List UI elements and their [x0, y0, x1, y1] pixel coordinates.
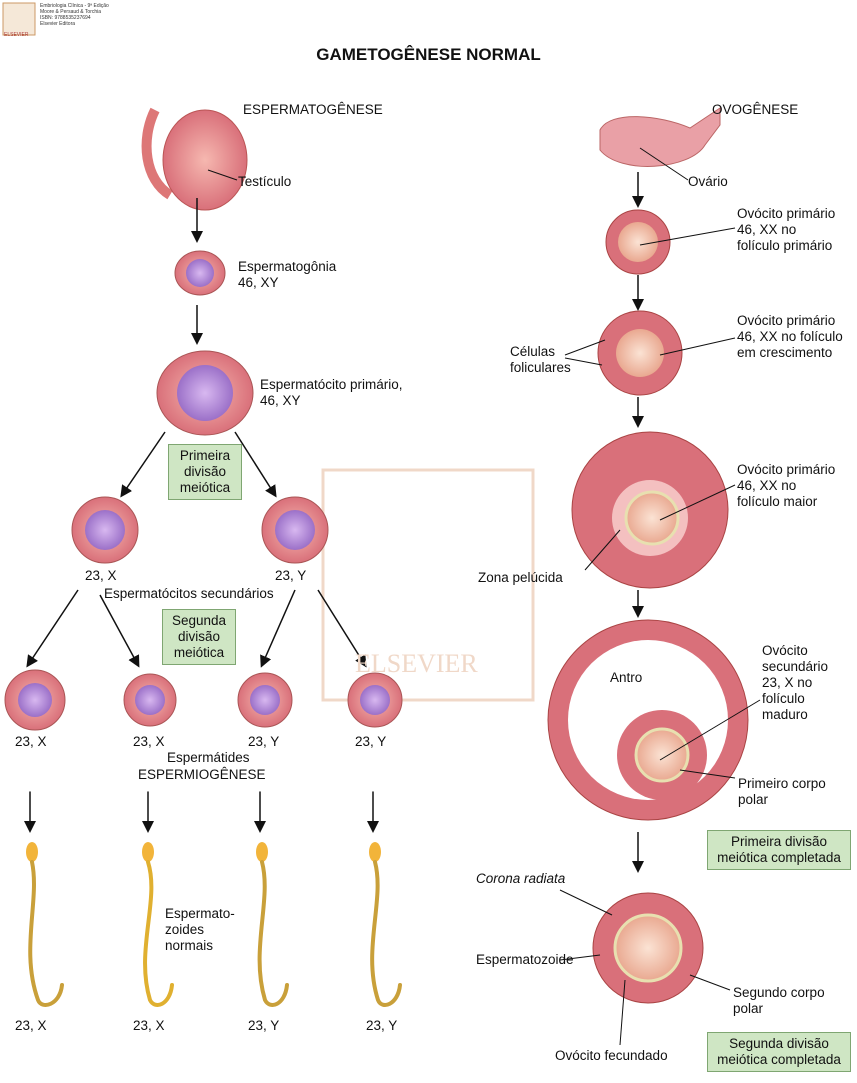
oogenesis-heading: OVOGÊNESE — [712, 102, 799, 117]
label-sperm: 23, Y — [366, 1018, 398, 1033]
sperm — [24, 791, 64, 1007]
spermatogenesis-heading: ESPERMATOGÊNESE — [243, 102, 383, 117]
label-spermatid: 23, Y — [248, 734, 280, 749]
growing-follicle — [597, 310, 683, 396]
testis-illustration — [141, 107, 248, 211]
label-testis: Testículo — [238, 174, 292, 189]
label-spermatozoon: Espermatozoide — [476, 952, 574, 967]
label-sperm: 23, X — [15, 1018, 47, 1033]
watermark — [321, 468, 535, 702]
label-antrum: Antro — [610, 670, 643, 685]
mature-follicle — [547, 619, 749, 821]
label-spermatids: Espermátides — [167, 750, 250, 765]
label-corona-radiata: Corona radiata — [476, 871, 566, 886]
leader-lines — [207, 147, 761, 1046]
label-spermatid: 23, X — [133, 734, 165, 749]
primary-follicle — [605, 209, 671, 275]
label-primary-spermatocyte: Espermatócito primário,46, XY — [260, 377, 403, 408]
secondary-spermatocyte-y — [261, 496, 329, 564]
label-ovary: Ovário — [688, 174, 728, 189]
elsevier-logo — [2, 2, 36, 36]
label-secondary-spermatocytes: Espermatócitos secundários — [104, 586, 274, 601]
larger-follicle — [571, 431, 729, 589]
label-fertilized-oocyte: Ovócito fecundado — [555, 1048, 668, 1063]
publisher-note: Embriologia Clínica - 9ª Edição Moore & … — [40, 3, 109, 27]
publisher-line: Moore & Persaud & Torchia — [40, 9, 102, 15]
label-spermiogenesis: ESPERMIOGÊNESE — [138, 767, 266, 782]
publisher-line: ISBN: 9788535237694 — [40, 15, 91, 21]
primary-spermatocyte-cell — [156, 350, 254, 436]
spermatozoa — [24, 791, 402, 1007]
fertilized-oocyte — [592, 892, 704, 1004]
publisher-line: Elsevier Editora — [40, 21, 76, 27]
spermatogonia-cell — [174, 250, 226, 296]
publisher-line: Embriologia Clínica - 9ª Edição — [40, 3, 109, 9]
watermark-text: ELSEVIER — [355, 649, 478, 678]
label-sperm: 23, Y — [248, 1018, 280, 1033]
label-zona-pellucida: Zona pelúcida — [478, 570, 563, 585]
spermatids — [4, 669, 403, 731]
label-secondary-y: 23, Y — [275, 568, 307, 583]
label-secondary-x: 23, X — [85, 568, 117, 583]
label-spermatid: 23, X — [15, 734, 47, 749]
sperm — [367, 791, 402, 1007]
logo-text: ELSEVIER — [4, 32, 29, 38]
secondary-spermatocyte-x — [71, 496, 139, 564]
label-sperm: 23, X — [133, 1018, 165, 1033]
ovary-illustration — [599, 107, 721, 167]
label-spermatid: 23, Y — [355, 734, 387, 749]
sperm — [142, 791, 174, 1007]
page-title: GAMETOGÊNESE NORMAL — [316, 45, 541, 64]
sperm — [254, 791, 289, 1007]
